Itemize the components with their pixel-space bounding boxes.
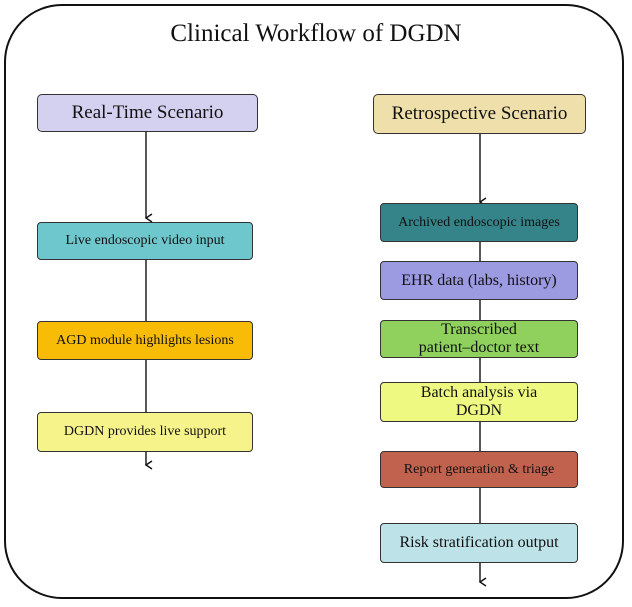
risk-stratification-step: Risk stratification output	[380, 523, 578, 563]
ehr-data-step: EHR data (labs, history)	[380, 261, 578, 300]
live-video-input-step: Live endoscopic video input	[37, 222, 253, 260]
retrospective-scenario-header: Retrospective Scenario	[373, 94, 586, 134]
archived-images-step: Archived endoscopic images	[380, 203, 578, 242]
realtime-scenario-header: Real-Time Scenario	[37, 94, 258, 132]
agd-module-step: AGD module highlights lesions	[37, 321, 253, 360]
transcribed-text-step: Transcribed patient–doctor text	[380, 320, 578, 358]
dgdn-live-support-step: DGDN provides live support	[37, 412, 253, 452]
diagram-title: Clinical Workflow of DGDN	[170, 20, 462, 47]
workflow-frame	[4, 4, 624, 599]
report-generation-step: Report generation & triage	[380, 451, 578, 488]
batch-analysis-step: Batch analysis via DGDN	[380, 382, 578, 422]
